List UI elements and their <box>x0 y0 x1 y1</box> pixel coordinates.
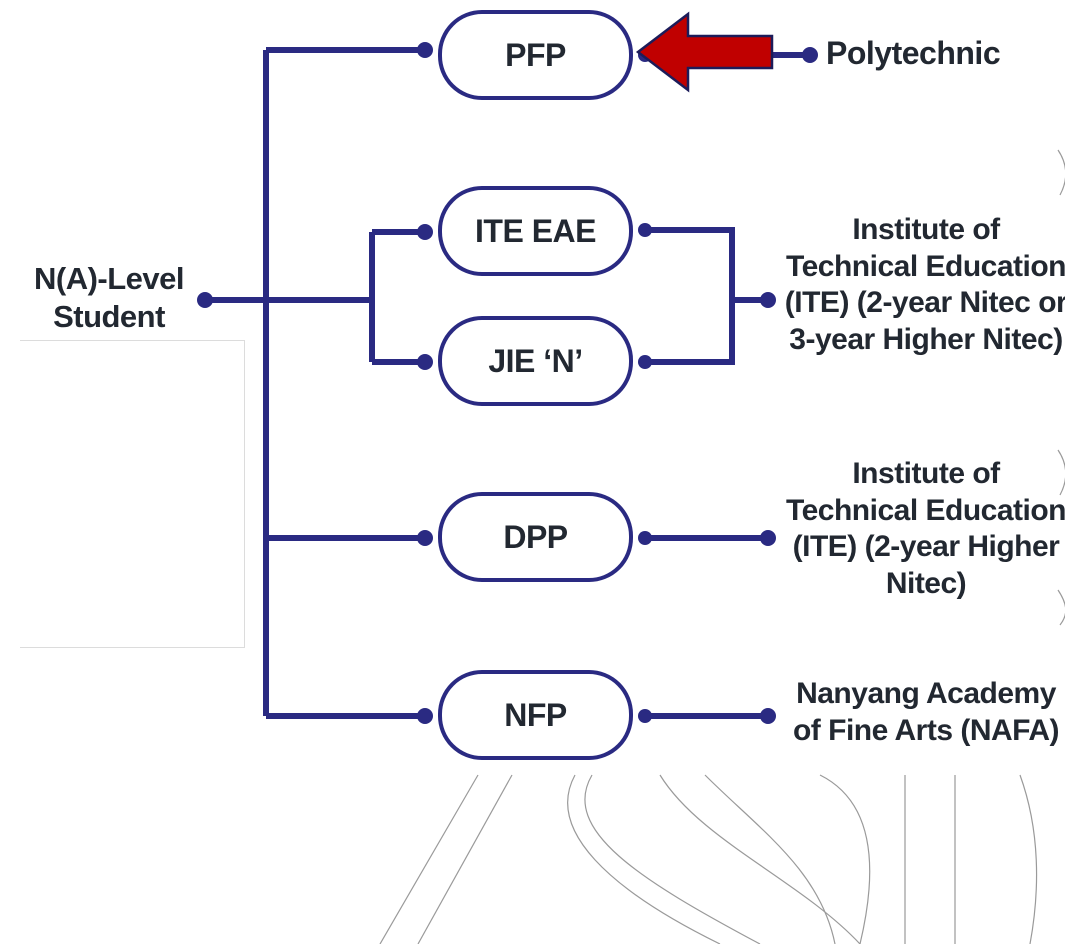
source-label: N(A)-Level Student <box>33 261 185 334</box>
destination-ite-nitec: Institute of Technical Education (ITE) (… <box>784 213 1065 356</box>
destination-polytechnic: Polytechnic <box>826 35 1001 71</box>
empty-panel <box>20 340 245 648</box>
link-ite-eae <box>645 227 735 365</box>
node-nfp: NFP <box>438 670 633 760</box>
node-ite-eae: ITE EAE <box>438 186 633 276</box>
destination-nafa: Nanyang Academy of Fine Arts (NAFA) <box>792 677 1060 747</box>
destination-ite-higher-nitec: Institute of Technical Education (ITE) (… <box>786 457 1065 600</box>
node-dpp: DPP <box>438 492 633 582</box>
node-jie-n: JIE ‘N’ <box>438 316 633 406</box>
node-pfp: PFP <box>438 10 633 100</box>
